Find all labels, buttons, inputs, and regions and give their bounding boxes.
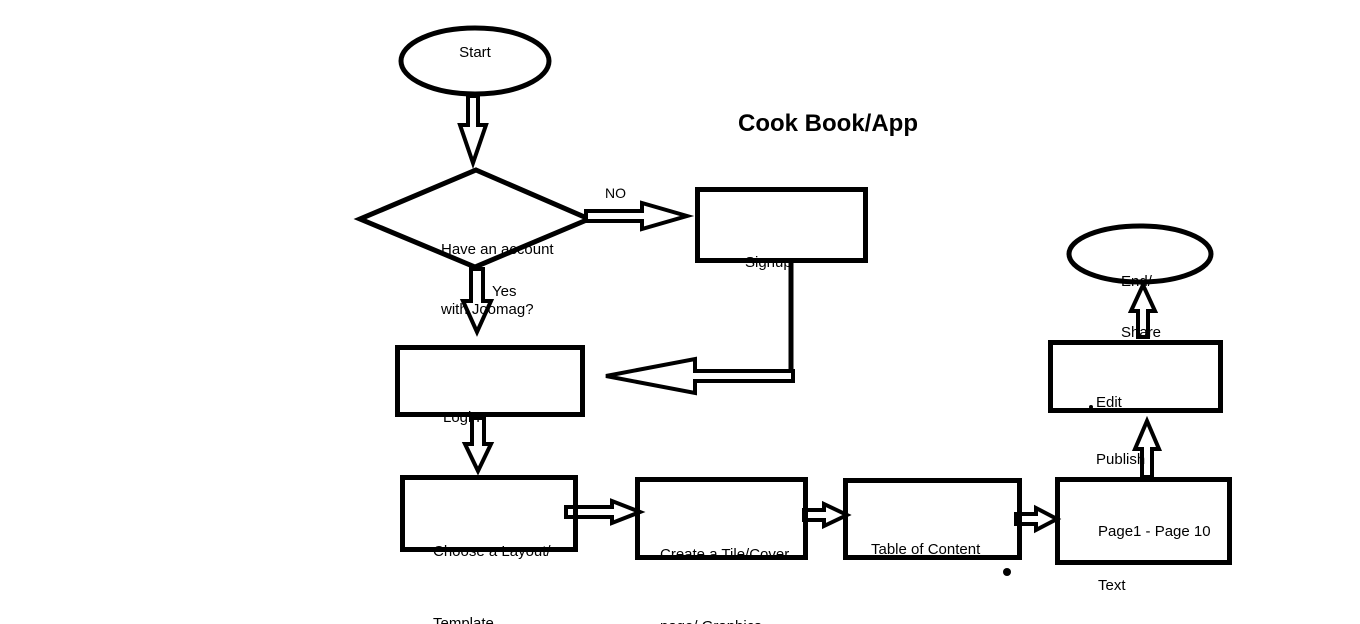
signup-node: Signup: [695, 187, 868, 271]
end-oval-shape: [1066, 223, 1214, 285]
end-label-line2: Share: [1121, 324, 1162, 341]
login-node: Login: [395, 345, 585, 426]
pages-line1: Page1 - Page 10: [1098, 523, 1211, 540]
login-node-label: Login: [443, 409, 480, 426]
create-tile-node: Create a Tile/Cover page/ Graphics: [635, 477, 808, 624]
choose-layout-line2: Template: [433, 615, 494, 624]
diagram-title: Cook Book/App: [738, 110, 918, 137]
arrow-login-to-choose-icon: [461, 416, 495, 476]
edge-label-no: NO: [605, 185, 626, 201]
pages-node: Page1 - Page 10 Text images videos: [1055, 477, 1232, 594]
decision-label-line1: Have an account: [441, 241, 554, 258]
choose-layout-node: Choose a Layout/ Template: [400, 475, 578, 624]
arrow-yes-to-login-icon: [459, 267, 495, 337]
arrow-create-to-toc-icon: [802, 500, 852, 530]
arrow-toc-to-pages-icon: [1014, 504, 1062, 534]
edit-publish-node: Edit Publish: [1048, 340, 1223, 468]
arrow-pages-to-edit-icon: [1131, 415, 1163, 479]
create-tile-line2: page/ Graphics: [660, 615, 803, 624]
end-label-line1: End/: [1121, 273, 1152, 290]
arrow-start-to-decision-icon: [457, 94, 489, 170]
decision-label-line2: with Joomag?: [441, 301, 534, 318]
table-of-content-label: Table of Content: [871, 541, 981, 558]
edit-publish-line2: Publish: [1096, 451, 1146, 468]
signup-node-label: Signup: [745, 254, 792, 271]
edit-publish-line1: Edit: [1096, 394, 1122, 411]
arrow-signup-to-login-icon: [605, 356, 795, 396]
start-node-label: Start: [459, 44, 491, 61]
arrow-edit-to-end-icon: [1127, 280, 1159, 339]
pages-line2: Text: [1098, 577, 1126, 594]
end-node-label: End/ Share: [1121, 239, 1161, 375]
edge-label-yes: Yes: [492, 283, 517, 300]
arrow-no-to-signup-icon: [584, 200, 695, 232]
decision-node-label: Have an account with Joomag?: [441, 200, 554, 360]
choose-layout-line1: Choose a Layout/: [433, 543, 551, 560]
create-tile-line1: Create a Tile/Cover: [660, 546, 790, 563]
table-of-content-node: Table of Content: [843, 478, 1022, 560]
stray-dot: [1003, 568, 1011, 576]
